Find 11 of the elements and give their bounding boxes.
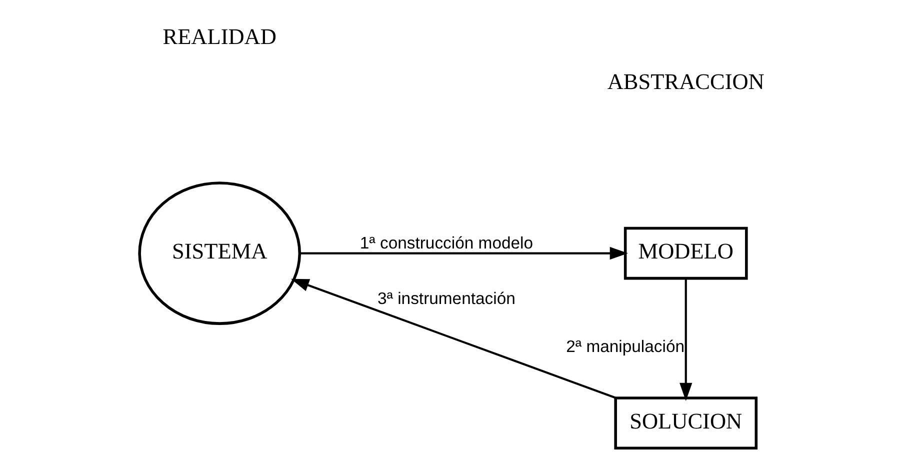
edge-label: 1ª construcción modelo [360, 234, 534, 253]
arrow [680, 278, 692, 402]
edge-label: 3ª instrumentación [378, 289, 516, 308]
node-box: MODELO [624, 226, 748, 280]
node-ellipse: SISTEMA [138, 182, 302, 325]
edge-label: 2ª manipulación [566, 337, 685, 356]
arrow [300, 246, 628, 260]
arrow [290, 278, 616, 399]
label: ABSTRACCION [607, 68, 764, 94]
node-box: SOLUCION [614, 396, 758, 450]
label: REALIDAD [162, 24, 276, 50]
